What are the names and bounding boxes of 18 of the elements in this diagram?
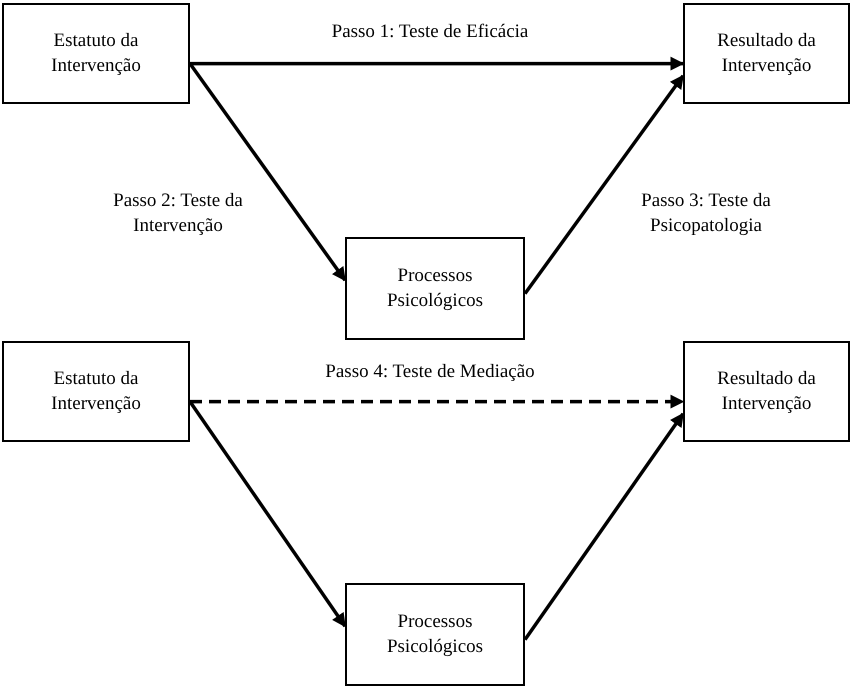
- box-label: Estatuto da Intervenção: [50, 366, 142, 416]
- arrow: [190, 56, 684, 71]
- process-box: [2, 341, 190, 442]
- box-label: Resultado da Intervenção: [716, 28, 817, 78]
- arrow: [190, 394, 684, 409]
- process-box: [345, 237, 525, 340]
- process-box: [683, 3, 850, 104]
- box-label: Processos Psicológicos: [386, 610, 484, 658]
- arrow: [524, 74, 684, 295]
- arrow: [188, 400, 346, 628]
- process-box: [2, 3, 190, 104]
- process-box: [683, 341, 850, 442]
- box-label: Estatuto da Intervenção: [50, 28, 142, 78]
- arrow: [188, 62, 346, 282]
- arrow: [524, 412, 684, 641]
- box-label: Resultado da Intervenção: [716, 366, 817, 416]
- process-box: [345, 583, 525, 686]
- box-label: Processos Psicológicos: [386, 264, 484, 312]
